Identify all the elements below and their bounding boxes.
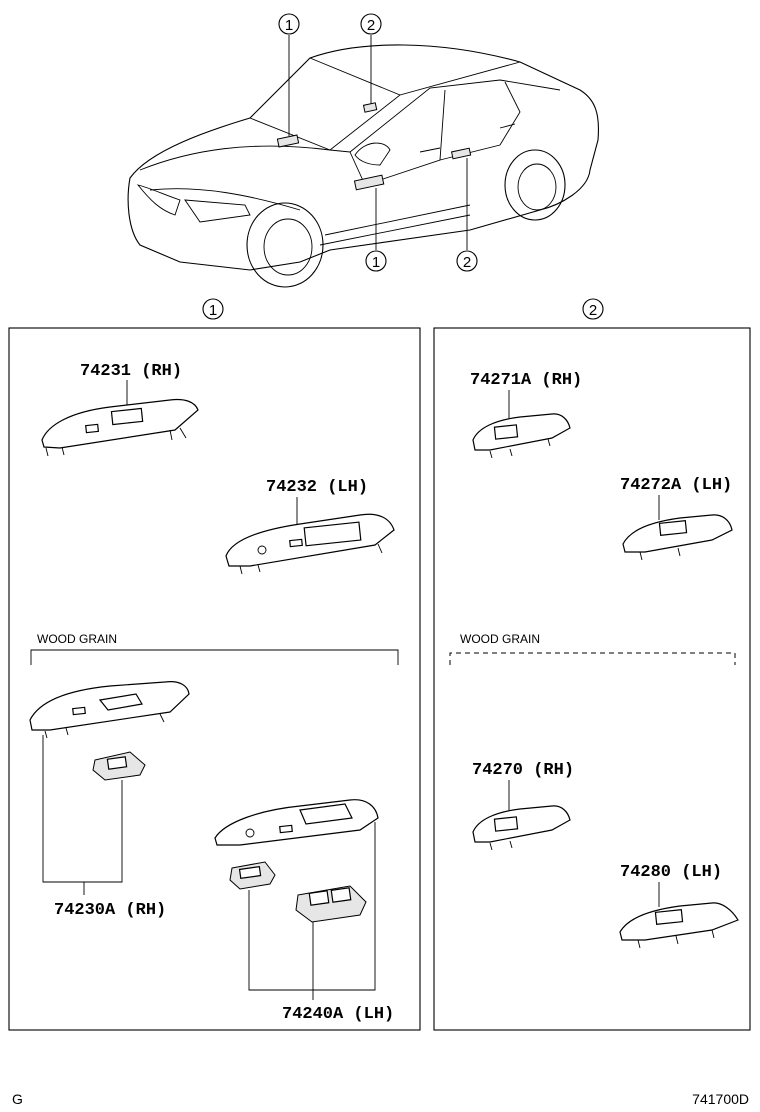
- part-74231-label[interactable]: 74231 (RH): [80, 362, 182, 381]
- part-74230A-label[interactable]: 74230A (RH): [54, 901, 166, 920]
- group-2-callout: [582, 298, 604, 320]
- part-74240A-main-switch-drawing[interactable]: [295, 885, 367, 923]
- svg-text:1: 1: [372, 254, 380, 271]
- svg-text:2: 2: [463, 254, 471, 271]
- group-2-panel: 2 74271A (RH) 74272A (LH) WOOD GRAIN 742…: [433, 298, 751, 1031]
- callout-1-bottom: 1: [365, 250, 387, 272]
- part-74270-drawing[interactable]: [472, 805, 571, 851]
- part-74231-drawing[interactable]: [41, 398, 199, 457]
- group-1-label: 1: [209, 302, 217, 319]
- callout-2-bottom: 2: [456, 250, 478, 272]
- part-74240A-cover-drawing[interactable]: [214, 799, 379, 846]
- group-1-wood-grain-label: WOOD GRAIN: [37, 632, 117, 646]
- svg-text:1: 1: [285, 17, 293, 34]
- part-74232-label[interactable]: 74232 (LH): [266, 478, 368, 497]
- part-74240A-small-switch-drawing[interactable]: [229, 861, 276, 890]
- part-74232-drawing[interactable]: [225, 513, 395, 575]
- part-74271A-drawing[interactable]: [472, 413, 571, 459]
- group-1-callout: [202, 298, 224, 320]
- svg-text:2: 2: [367, 17, 375, 34]
- group-2-label: 2: [589, 302, 597, 319]
- part-74271A-label[interactable]: 74271A (RH): [470, 371, 582, 390]
- group-2-wood-grain-label: WOOD GRAIN: [460, 632, 540, 646]
- footer-right-code: 741700D: [692, 1091, 749, 1107]
- car-illustration: 1 2 1 2: [127, 13, 600, 288]
- part-74272A-drawing[interactable]: [622, 514, 733, 561]
- part-74270-label[interactable]: 74270 (RH): [472, 761, 574, 780]
- group-1-panel: 1 74231 (RH) 74232 (LH) WOOD GRAIN: [8, 298, 421, 1031]
- group-1-frame: [8, 327, 421, 1031]
- part-74272A-label[interactable]: 74272A (LH): [620, 476, 732, 495]
- group-2-frame: [433, 327, 751, 1031]
- part-74280-label[interactable]: 74280 (LH): [620, 863, 722, 882]
- part-74280-drawing[interactable]: [619, 902, 739, 949]
- part-74230A-cover-drawing[interactable]: [29, 681, 190, 739]
- callout-1-top: 1: [278, 13, 300, 35]
- part-74230A-switch-drawing[interactable]: [92, 751, 146, 781]
- callout-2-top: 2: [360, 13, 382, 35]
- footer-left-code: G: [12, 1091, 23, 1107]
- part-74240A-label[interactable]: 74240A (LH): [282, 1005, 394, 1024]
